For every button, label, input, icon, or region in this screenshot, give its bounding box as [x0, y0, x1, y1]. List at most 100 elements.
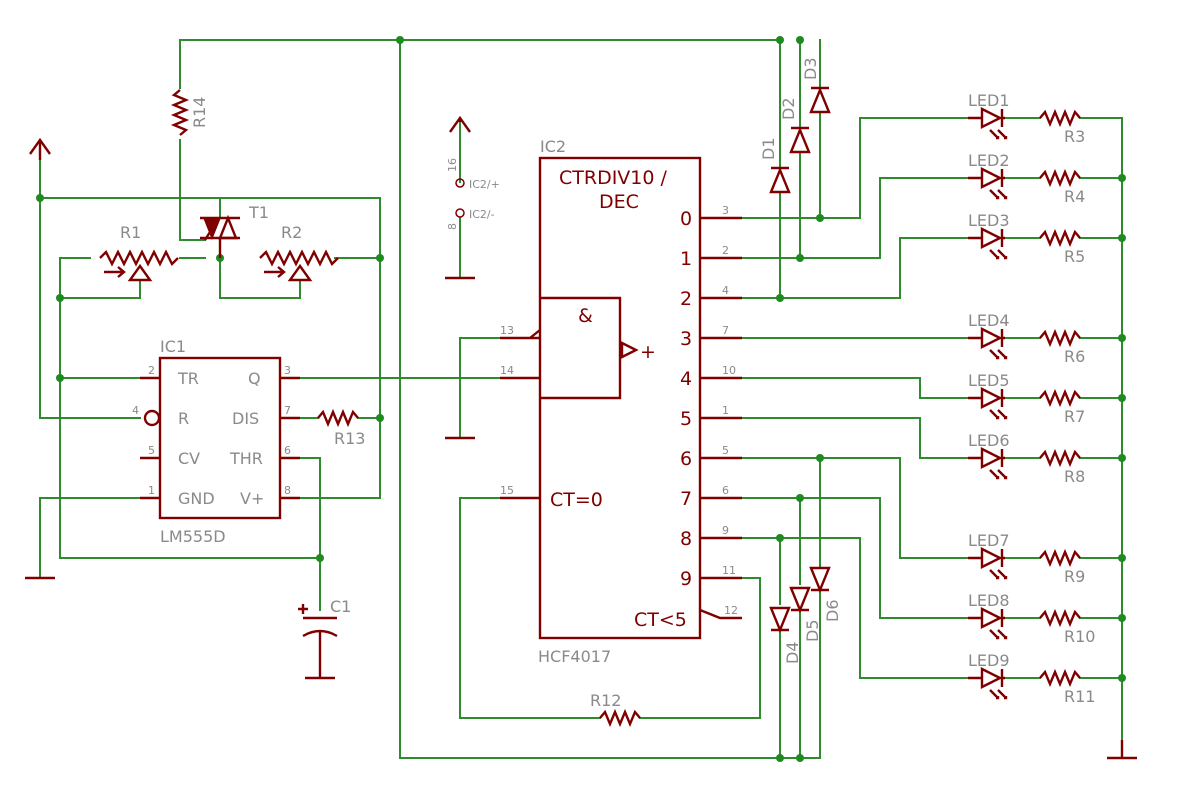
ic2-plus: + [640, 341, 656, 363]
ic2-vss-label: IC2/- [469, 208, 495, 221]
led-label-1: LED1 [968, 91, 1010, 110]
resistor-label-7: R7 [1064, 407, 1085, 426]
ic2-and: & [578, 305, 593, 327]
resistor-r14: R14 [170, 89, 209, 136]
ic2-outpin-3: 7 [722, 324, 729, 337]
ic2-output-9: 9 [680, 568, 692, 590]
ic2-outpin-2: 4 [722, 284, 729, 297]
led-2: LED2 [968, 151, 1010, 200]
resistor-label-4: R4 [1064, 187, 1085, 206]
ic2-vdd-pin [455, 178, 465, 188]
ic1-pin-tr: TR [177, 369, 199, 388]
t1-label: T1 [248, 203, 269, 222]
r13-label: R13 [334, 429, 365, 448]
r12-label: R12 [590, 691, 621, 710]
led-label-8: LED8 [968, 591, 1010, 610]
led-label-4: LED4 [968, 311, 1010, 330]
ic2-outpin-6: 5 [722, 444, 729, 457]
r14-label: R14 [190, 97, 209, 128]
resistor-r4: R4 [1039, 168, 1085, 206]
resistor-r6: R6 [1039, 328, 1085, 366]
ic2-pin-15: 15 [500, 484, 514, 497]
diode-d6: D6 [809, 566, 842, 623]
ic1-pin-r: R [178, 409, 189, 428]
led-bank: LED1R3LED2R4LED3R5LED4R6LED5R7LED6R8LED7… [968, 91, 1095, 706]
ic2-pin-14: 14 [500, 364, 514, 377]
ic2-pin-12: 12 [724, 604, 738, 617]
supply-arrow-ic2 [449, 115, 471, 133]
led-6: LED6 [968, 431, 1010, 480]
svg-text:8: 8 [284, 484, 291, 497]
ic2-name: IC2 [540, 137, 566, 156]
svg-text:D6: D6 [823, 600, 842, 623]
resistor-r7: R7 [1039, 388, 1085, 426]
svg-text:7: 7 [284, 404, 291, 417]
ic2-vdd-pinnum: 16 [446, 158, 459, 172]
ic2-output-8: 8 [680, 528, 692, 550]
led-1: LED1 [968, 91, 1010, 140]
ic2-hcf4017: IC2 HCF4017 CTRDIV10 / DEC & + CT=0 CT<5… [500, 137, 742, 666]
led-label-6: LED6 [968, 431, 1010, 450]
resistor-r11: R11 [1039, 668, 1095, 706]
ground-symbols [25, 276, 1137, 760]
led-9: LED9 [968, 651, 1010, 700]
potentiometer-r1: R1 [99, 223, 179, 282]
r1-label: R1 [120, 223, 141, 242]
ic1-pin-vplus: V+ [240, 489, 264, 508]
svg-text:D3: D3 [801, 58, 820, 81]
led-4: LED4 [968, 311, 1010, 360]
ic2-vss-pin [455, 208, 465, 218]
diode-d3: D3 [801, 58, 831, 114]
led-7: LED7 [968, 531, 1010, 580]
ic1-value: LM555D [160, 527, 226, 546]
led-label-7: LED7 [968, 531, 1010, 550]
supply-arrow-left [29, 137, 51, 160]
resistor-label-11: R11 [1064, 687, 1095, 706]
svg-text:3: 3 [284, 364, 291, 377]
diode-d2: D2 [779, 98, 811, 154]
ic2-title2: DEC [599, 191, 639, 213]
ic1-pin-gnd: GND [178, 489, 215, 508]
resistor-r10: R10 [1039, 608, 1095, 646]
ic1-name: IC1 [160, 337, 186, 356]
led-label-9: LED9 [968, 651, 1010, 670]
resistor-label-9: R9 [1064, 567, 1085, 586]
ic2-outpin-7: 6 [722, 484, 729, 497]
ic2-output-6: 6 [680, 448, 692, 470]
ic2-output-1: 1 [680, 248, 692, 270]
diode-d1: D1 [759, 138, 791, 194]
svg-text:D1: D1 [759, 138, 778, 161]
svg-text:2: 2 [148, 364, 155, 377]
ic1-lm555: IC1 LM555D TR R CV GND Q DIS THR V+ 2 4 … [132, 337, 300, 546]
led-8: LED8 [968, 591, 1010, 640]
triac-t1: T1 [200, 203, 269, 258]
resistor-r8: R8 [1039, 448, 1085, 486]
ic2-title1: CTRDIV10 / [559, 167, 668, 189]
ic2-outpin-4: 10 [722, 364, 736, 377]
ic2-ct5: CT<5 [634, 609, 687, 631]
svg-text:D5: D5 [803, 620, 822, 643]
potentiometer-r2: R2 [259, 223, 339, 282]
resistor-r13: R13 [316, 410, 365, 448]
ic2-value: HCF4017 [538, 647, 611, 666]
ic2-output-0: 0 [680, 208, 692, 230]
ic2-outpin-1: 2 [722, 244, 729, 257]
ic2-pin-13: 13 [500, 324, 514, 337]
junctions [36, 36, 1126, 762]
resistor-label-6: R6 [1064, 347, 1085, 366]
resistor-label-3: R3 [1064, 127, 1085, 146]
capacitor-c1: C1 [298, 597, 351, 678]
resistor-label-10: R10 [1064, 627, 1095, 646]
c1-label: C1 [330, 597, 351, 616]
led-5: LED5 [968, 371, 1010, 420]
diode-d4: D4 [769, 606, 802, 664]
svg-text:6: 6 [284, 444, 291, 457]
led-label-2: LED2 [968, 151, 1010, 170]
ic2-outpin-0: 3 [722, 204, 729, 217]
r2-label: R2 [281, 223, 302, 242]
svg-text:1: 1 [148, 484, 155, 497]
resistor-r12: R12 [579, 691, 661, 726]
ic2-output-4: 4 [680, 368, 692, 390]
ic2-outpin-8: 9 [722, 524, 729, 537]
